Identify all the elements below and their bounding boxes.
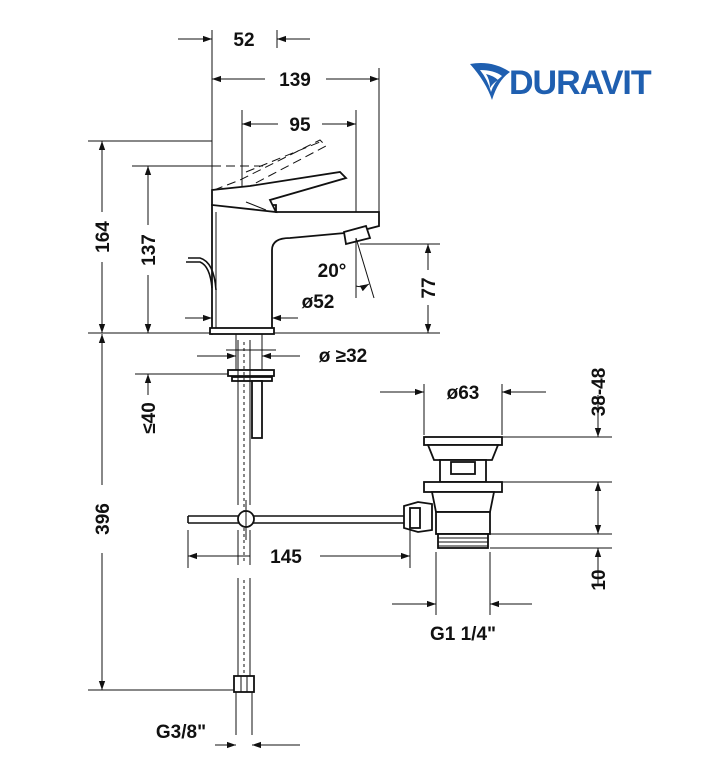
dimension-139: 139	[279, 70, 311, 91]
dimension-52: 52	[233, 30, 254, 51]
dimension-g38: G3/8"	[156, 722, 206, 743]
popup-rod	[186, 257, 217, 291]
dimension-g114: G1 1/4"	[430, 624, 496, 645]
duravit-logo: DURAVIT	[470, 63, 653, 102]
brand-name: DURAVIT	[509, 64, 652, 102]
supply-hose	[233, 340, 255, 735]
dimension-angle-20: 20°	[318, 261, 347, 282]
dimension-dia32: ø ≥32	[319, 346, 367, 367]
dimension-77: 77	[419, 277, 440, 298]
popup-linkage	[187, 500, 410, 540]
mounting-shank	[226, 334, 276, 439]
dimension-164: 164	[93, 221, 114, 253]
duravit-swirl-icon	[470, 63, 510, 100]
dimension-le40: ≤40	[139, 402, 160, 434]
dimension-137: 137	[139, 234, 160, 266]
dimension-10: 10	[589, 569, 610, 590]
dimension-145: 145	[270, 547, 302, 568]
dimension-dia63: ø63	[447, 383, 480, 404]
lever-open-position	[212, 139, 327, 191]
dimension-38-48: 38-48	[589, 368, 610, 417]
dimension-95: 95	[289, 115, 311, 136]
waste-valve	[403, 436, 503, 549]
faucet-body	[209, 171, 380, 335]
dimension-396: 396	[93, 503, 114, 535]
dimension-dia52: ø52	[302, 292, 335, 313]
